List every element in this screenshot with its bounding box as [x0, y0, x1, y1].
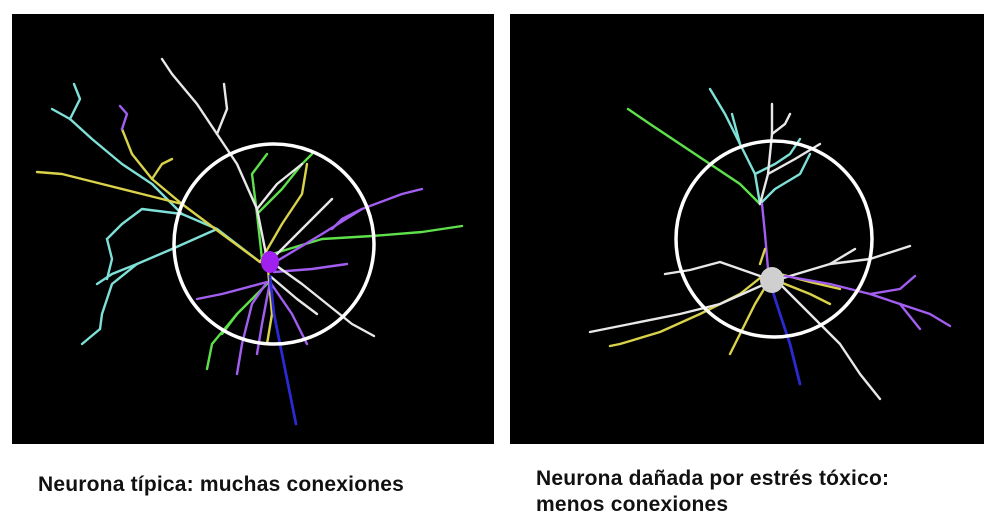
caption-damaged-neuron-line2: menos conexiones	[536, 493, 729, 516]
soma	[261, 251, 279, 273]
typical-neuron-image	[12, 14, 494, 444]
typical-neuron-drawing	[35, 57, 464, 426]
caption-damaged-neuron-line1: Neurona dañada por estrés tóxico:	[536, 467, 890, 490]
boundary-circle	[172, 142, 376, 346]
boundary-circle	[674, 139, 874, 339]
caption-typical-neuron: Neurona típica: muchas conexiones	[38, 473, 405, 496]
damaged-neuron-drawing	[588, 87, 952, 401]
soma	[760, 267, 784, 293]
damaged-neuron-image	[510, 14, 984, 444]
